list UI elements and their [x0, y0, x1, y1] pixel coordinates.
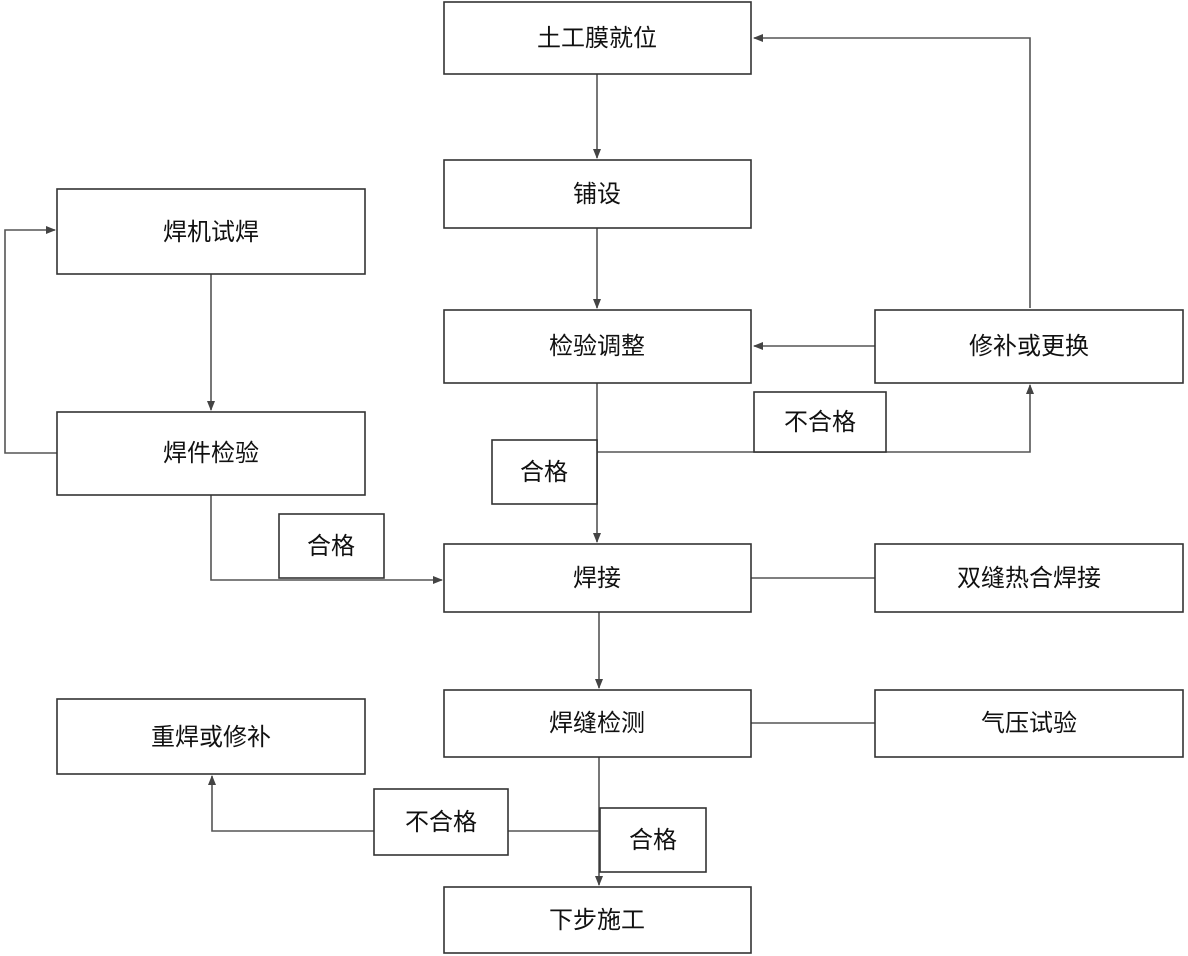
label-qualified-inspect-text: 合格	[520, 458, 568, 486]
node-double-seam-welding: 双缝热合焊接	[874, 543, 1184, 613]
node-laying: 铺设	[443, 159, 752, 229]
node-repair-replace: 修补或更换	[874, 309, 1184, 384]
node-weld-piece-inspect: 焊件检验	[56, 411, 366, 496]
node-reweld-repair-label: 重焊或修补	[151, 723, 271, 751]
node-welder-trial-label: 焊机试焊	[163, 218, 259, 246]
node-next-step: 下步施工	[443, 886, 752, 954]
label-unqualified-inspect-text: 不合格	[784, 408, 856, 436]
node-air-pressure-test-label: 气压试验	[981, 709, 1077, 737]
node-welder-trial: 焊机试焊	[56, 188, 366, 275]
node-reweld-repair: 重焊或修补	[56, 698, 366, 775]
arrow-repair-to-placement	[753, 34, 1031, 308]
label-unqualified-seam-text: 不合格	[405, 808, 477, 836]
node-welding: 焊接	[443, 543, 752, 613]
node-geomembrane-placement-label: 土工膜就位	[537, 24, 657, 52]
label-qualified-weld-piece-text: 合格	[307, 532, 355, 560]
label-unqualified-seam: 不合格	[373, 788, 509, 856]
arrow-weld-inspect-to-welding	[210, 495, 443, 584]
node-next-step-label: 下步施工	[549, 906, 645, 934]
arrow-weld-inspect-to-trial	[4, 226, 57, 454]
node-inspect-adjust: 检验调整	[443, 309, 752, 384]
node-inspect-adjust-label: 检验调整	[549, 332, 645, 360]
label-qualified-inspect: 合格	[491, 439, 598, 505]
node-welding-label: 焊接	[573, 564, 621, 592]
node-seam-inspection: 焊缝检测	[443, 689, 752, 758]
arrow-inspect-to-repair	[597, 384, 1034, 453]
node-air-pressure-test: 气压试验	[874, 689, 1184, 758]
label-qualified-weld-piece: 合格	[278, 513, 385, 579]
node-weld-piece-inspect-label: 焊件检验	[163, 439, 259, 467]
node-laying-label: 铺设	[573, 180, 621, 208]
label-qualified-seam-text: 合格	[629, 826, 677, 854]
node-double-seam-welding-label: 双缝热合焊接	[957, 564, 1101, 592]
label-qualified-seam: 合格	[599, 807, 707, 873]
node-seam-inspection-label: 焊缝检测	[549, 709, 645, 737]
node-repair-replace-label: 修补或更换	[969, 332, 1089, 360]
label-unqualified-inspect: 不合格	[753, 391, 887, 453]
node-geomembrane-placement: 土工膜就位	[443, 1, 752, 75]
